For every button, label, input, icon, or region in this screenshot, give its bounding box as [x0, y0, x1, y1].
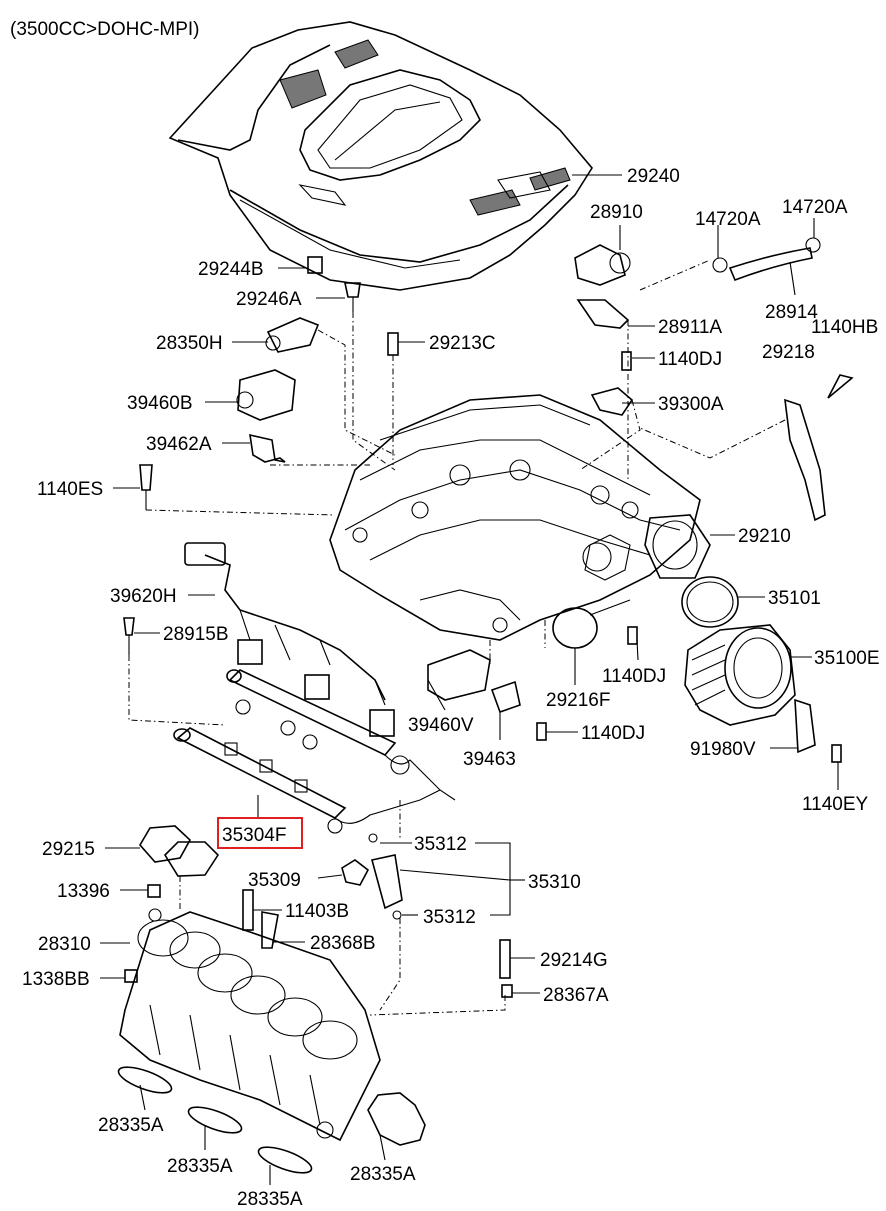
label-28368b: 28368B	[310, 933, 376, 954]
label-1140hb: 1140HB	[811, 317, 878, 338]
label-29244b: 29244B	[198, 259, 264, 280]
label-1338bb: 1338BB	[22, 969, 90, 990]
intake-manifold-upper	[329, 394, 701, 641]
label-35312-1: 35312	[414, 834, 467, 855]
intake-manifold-lower	[119, 908, 381, 1142]
label-28911a: 28911A	[658, 317, 722, 338]
label-39463: 39463	[463, 749, 516, 770]
label-39300a: 39300A	[658, 394, 724, 415]
label-35304f: 35304F	[222, 825, 286, 846]
label-14720a-2: 14720A	[782, 197, 848, 218]
label-1140es: 1140ES	[37, 479, 103, 500]
label-28335a-4: 28335A	[350, 1164, 416, 1185]
label-29246a: 29246A	[236, 289, 302, 310]
throttle-gasket	[681, 576, 739, 628]
label-1140dj-2: 1140DJ	[602, 666, 666, 687]
label-11403b: 11403B	[285, 901, 349, 922]
label-29218: 29218	[762, 342, 815, 363]
label-1140dj-3: 1140DJ	[581, 723, 645, 744]
label-39460v: 39460V	[408, 715, 474, 736]
diagram-header: (3500CC>DOHC-MPI)	[10, 19, 200, 40]
label-35312-2: 35312	[423, 907, 476, 928]
label-28310: 28310	[38, 934, 91, 955]
engine-cover	[168, 21, 593, 291]
bracket-29218	[784, 398, 826, 522]
throttle-body	[684, 624, 796, 726]
label-28335a-2: 28335A	[167, 1156, 233, 1177]
label-29216f: 29216F	[546, 690, 610, 711]
wiring-harness	[184, 542, 395, 737]
label-29240: 29240	[627, 166, 680, 187]
label-28350h: 28350H	[156, 333, 223, 354]
label-14720a-1: 14720A	[695, 209, 761, 230]
label-1140dj-1: 1140DJ	[658, 349, 722, 370]
bracket-91980v	[794, 698, 816, 754]
label-91980v: 91980V	[690, 739, 756, 760]
throttle-adapter	[644, 514, 711, 579]
label-29214g: 29214G	[540, 950, 608, 971]
label-28335a-1: 28335A	[98, 1115, 164, 1136]
label-35100e: 35100E	[814, 648, 880, 669]
relation-lines	[128, 259, 786, 1016]
label-28910: 28910	[590, 202, 643, 223]
label-1140ey: 1140EY	[802, 794, 869, 815]
fuel-rail	[173, 669, 456, 834]
label-35310: 35310	[528, 872, 581, 893]
label-39460b: 39460B	[127, 393, 193, 414]
label-29210: 29210	[738, 526, 791, 547]
label-28367a: 28367A	[543, 985, 609, 1006]
part-labels: 29240 28910 14720A 14720A 29244B 29246A …	[22, 166, 880, 1210]
highlight-box	[217, 817, 303, 849]
leader-lines	[100, 174, 839, 1185]
small-parts	[117, 237, 854, 1174]
label-28914: 28914	[765, 302, 818, 323]
label-35101: 35101	[768, 588, 821, 609]
label-28915b: 28915B	[163, 624, 229, 645]
label-35309: 35309	[248, 870, 301, 891]
label-39462a: 39462A	[146, 434, 212, 455]
label-39620h: 39620H	[110, 586, 177, 607]
label-28335a-3: 28335A	[237, 1189, 303, 1210]
label-29215: 29215	[42, 839, 95, 860]
label-13396: 13396	[57, 881, 110, 902]
label-29213c: 29213C	[429, 333, 496, 354]
